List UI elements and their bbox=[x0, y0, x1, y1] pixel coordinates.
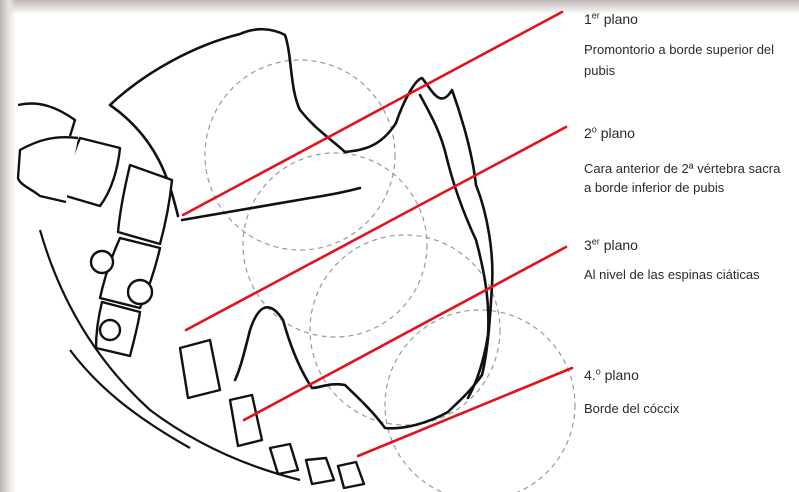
circle-plane-4 bbox=[385, 310, 575, 492]
pubis-outline bbox=[420, 95, 488, 398]
plane-line-4 bbox=[358, 368, 572, 456]
plane-2-desc-line-1: Cara anterior de 2ª vértebra sacra bbox=[584, 160, 780, 178]
plane-lines bbox=[183, 12, 572, 456]
coccyx-c4 bbox=[338, 462, 364, 488]
sacrum-coccyx bbox=[18, 103, 364, 488]
plane-3-desc-line-1: Al nivel de las espinas ciáticas bbox=[584, 266, 760, 284]
sacral-foramen-2 bbox=[128, 280, 152, 304]
plane-4-title: 4.o plano bbox=[584, 366, 639, 384]
plane-1-desc-line-2: pubis bbox=[584, 62, 615, 80]
plane-2-desc-line-2: a borde inferior de pubis bbox=[584, 179, 724, 197]
sacrum-s4 bbox=[180, 340, 220, 398]
sacrum-back-curve bbox=[40, 230, 300, 480]
plane-1-title: 1er plano bbox=[584, 10, 638, 28]
plane-line-1 bbox=[183, 12, 562, 215]
coccyx-c2 bbox=[270, 444, 298, 474]
sacrum-s1 bbox=[118, 165, 172, 244]
coccyx-c1 bbox=[230, 395, 262, 446]
plane-line-2 bbox=[186, 127, 566, 330]
ilium-outline bbox=[110, 29, 492, 428]
sacral-foramen-1 bbox=[91, 251, 113, 273]
pelvis-outline bbox=[110, 29, 492, 428]
plane-4-desc-line-1: Borde del cóccix bbox=[584, 400, 679, 418]
circle-plane-1 bbox=[205, 60, 395, 250]
plane-1-desc-line-1: Promontorio a borde superior del bbox=[584, 41, 774, 59]
circle-plane-2 bbox=[243, 153, 427, 337]
acetabulum-outline bbox=[182, 188, 360, 220]
vertebra-l3 bbox=[18, 103, 75, 136]
circle-plane-3 bbox=[310, 235, 500, 425]
plane-2-title: 2o plano bbox=[584, 124, 635, 142]
sacral-foramen-3 bbox=[100, 320, 120, 340]
plane-3-title: 3er plano bbox=[584, 236, 638, 254]
coccyx-c3 bbox=[306, 458, 334, 484]
